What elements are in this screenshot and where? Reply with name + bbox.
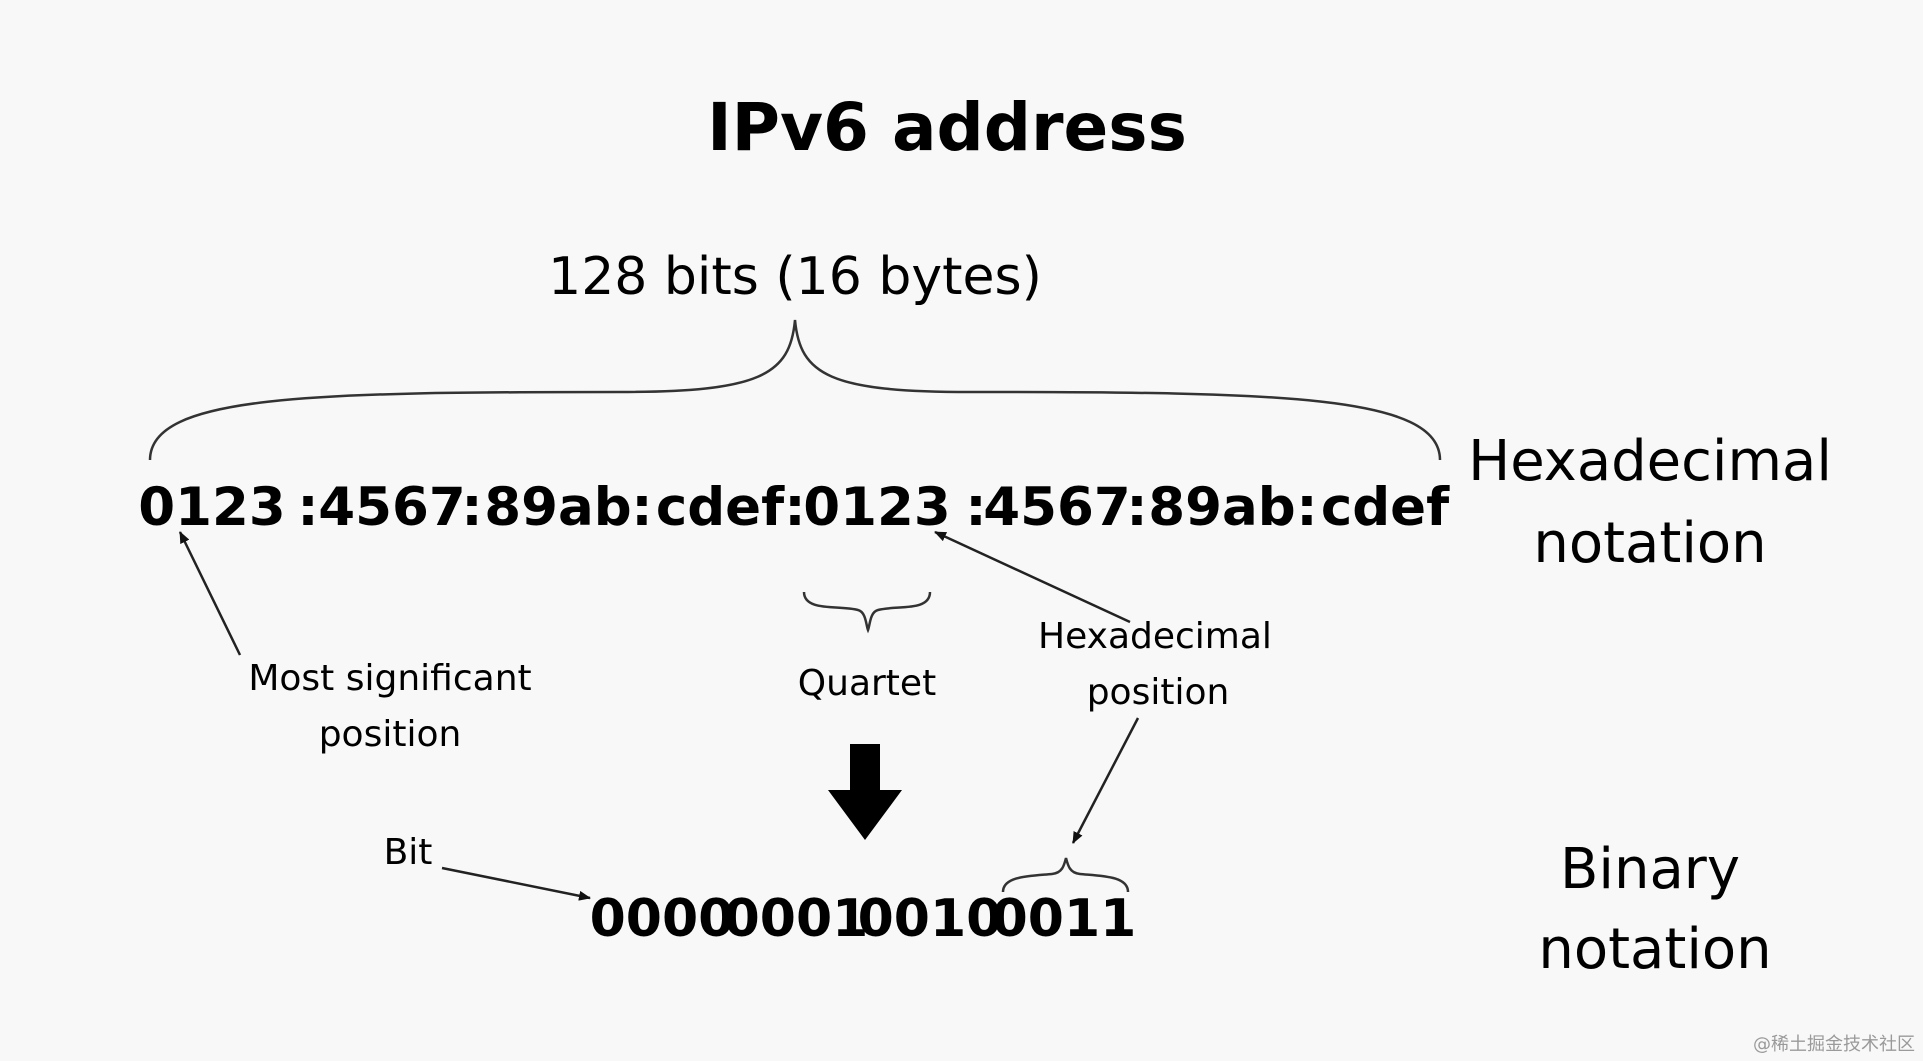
hex-notation-label-line2: notation — [1533, 511, 1766, 576]
quartet-label: Quartet — [798, 663, 936, 704]
binary-row: 0000 0001 0010 0011 — [590, 889, 1137, 949]
hex-separator-4: : — [784, 477, 805, 538]
hex-position-arrow-up — [934, 530, 1131, 624]
most-significant-arrow — [178, 531, 242, 656]
hex-separator-7: : — [1296, 477, 1317, 538]
hex-position-label-line2: position — [1087, 672, 1230, 713]
size-label: 128 bits (16 bytes) — [548, 247, 1042, 307]
hex-separator-5: : — [965, 477, 986, 538]
quartet-brace — [802, 591, 932, 634]
hex-group-7: 89ab — [1148, 477, 1295, 538]
binary-quartet-brace — [1001, 857, 1130, 893]
most-significant-label-line1: Most significant — [248, 658, 531, 699]
hex-group-4: cdef — [656, 477, 785, 538]
down-arrow-icon — [828, 744, 902, 840]
hex-separator-6: : — [1126, 477, 1147, 538]
hex-group-6: 4567 — [983, 477, 1131, 538]
bit-arrow — [441, 866, 591, 901]
address-brace — [148, 319, 1442, 461]
hex-separator-3: : — [631, 477, 652, 538]
hex-group-1: 0123 — [138, 477, 286, 538]
hex-separator-1: : — [297, 477, 318, 538]
hex-separator-2: : — [461, 477, 482, 538]
binary-group-1: 0000 — [590, 889, 735, 949]
hex-group-2: 4567 — [318, 477, 466, 538]
hex-address-row: 0123 : 4567 : 89ab : cdef : 0123 : 4567 … — [138, 477, 1450, 538]
hex-group-8: cdef — [1321, 477, 1450, 538]
hex-notation-label-line1: Hexadecimal — [1468, 429, 1832, 494]
most-significant-label-line2: position — [319, 714, 462, 755]
hex-position-arrow-down — [1071, 717, 1140, 844]
binary-notation-label-line2: notation — [1538, 917, 1771, 982]
bit-label: Bit — [384, 832, 433, 873]
binary-notation-label-line1: Binary — [1560, 837, 1740, 902]
binary-group-3: 0010 — [858, 889, 1003, 949]
binary-group-2: 0001 — [724, 889, 869, 949]
hex-group-5: 0123 — [803, 477, 951, 538]
watermark: @稀土掘金技术社区 — [1753, 1034, 1915, 1055]
diagram-title: IPv6 address — [707, 89, 1187, 166]
binary-group-4: 0011 — [992, 889, 1137, 949]
hex-group-3: 89ab — [484, 477, 631, 538]
hex-position-label-line1: Hexadecimal — [1038, 616, 1272, 657]
